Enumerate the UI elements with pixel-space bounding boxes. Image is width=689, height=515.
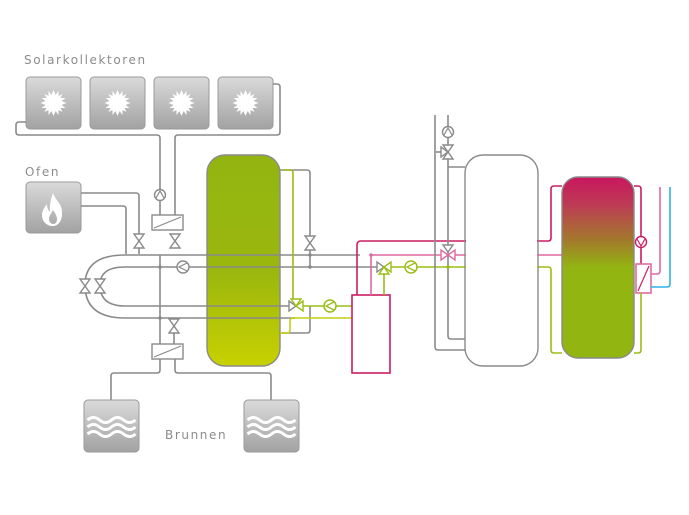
valve-icon <box>167 318 181 334</box>
three-way-valve-icon <box>376 260 392 275</box>
valve-icon <box>303 235 317 251</box>
three-way-valve-icon <box>440 144 455 160</box>
tank-bypass-pipe <box>280 169 311 267</box>
cold-water-in-pipe <box>651 187 671 288</box>
solar-collectors <box>25 76 274 130</box>
solar-collectors-label: Solarkollektoren <box>24 53 147 67</box>
green-pipe <box>634 293 642 354</box>
solar-collector <box>153 76 210 130</box>
hot-water-out-pipe <box>651 187 661 275</box>
stove <box>25 181 82 234</box>
stove-pipe <box>81 192 140 254</box>
tank-bypass-pipe <box>280 306 311 334</box>
solar-collector <box>89 76 146 130</box>
solar-collector <box>217 76 274 130</box>
magenta-pipe <box>356 185 562 295</box>
boiler-pipe <box>434 115 465 351</box>
stove-label: Ofen <box>25 165 61 179</box>
flame-icon <box>42 193 63 226</box>
solar-collector <box>25 76 82 130</box>
buffer-tank <box>206 154 281 367</box>
green-pipe <box>283 169 294 300</box>
valve-icon <box>78 278 92 294</box>
pump-icon <box>153 188 167 202</box>
magenta-pipe <box>634 185 642 236</box>
wells-label: Brunnen <box>165 428 228 442</box>
pump-icon <box>634 235 648 249</box>
stove-pipe <box>81 205 127 254</box>
hot-water-tank <box>561 176 635 359</box>
green-pipe <box>391 266 562 354</box>
three-way-valve-icon <box>440 244 456 262</box>
well <box>83 399 140 453</box>
yellow-pipe <box>280 317 352 334</box>
pump-icon <box>441 125 455 139</box>
valve-icon <box>168 233 182 249</box>
well <box>243 399 300 453</box>
well-pipe <box>174 359 272 400</box>
solar-pipe <box>174 83 281 215</box>
solar-pipe <box>15 121 161 215</box>
three-way-valve-icon <box>288 298 304 313</box>
valve-icon <box>132 233 146 249</box>
well-pipe <box>110 359 161 400</box>
heat-pump-unit <box>351 294 391 374</box>
valve-icon <box>93 278 107 294</box>
